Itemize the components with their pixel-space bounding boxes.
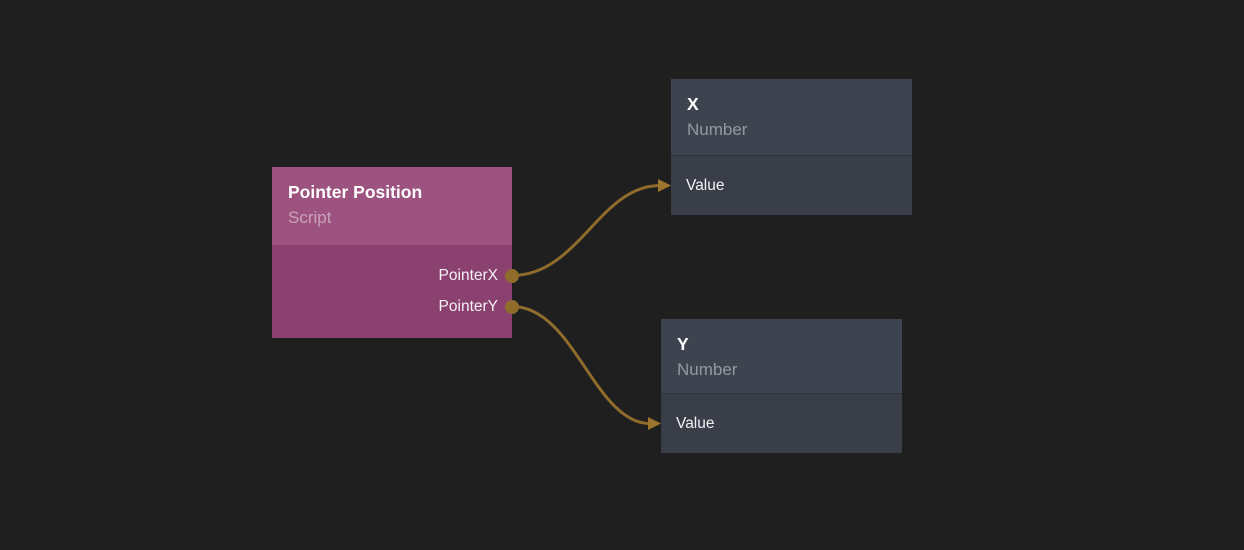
node-pointer-position-body: PointerX PointerY: [272, 245, 519, 338]
pointery-port-dot[interactable]: [505, 299, 519, 314]
wire-pointer-position.PointerY-to-y.Value[interactable]: [510, 305, 652, 425]
node-subtitle: Number: [677, 360, 738, 379]
node-y-header[interactable]: Y Number: [661, 319, 902, 394]
node-pointer-position[interactable]: Pointer Position Script PointerX Pointer…: [272, 167, 519, 338]
output-label-pointery: PointerY: [438, 297, 498, 315]
pointerx-port-dot[interactable]: [505, 268, 519, 283]
node-x-number[interactable]: X Number Value: [671, 79, 912, 215]
wire-pointer-position.PointerX-to-x.Value[interactable]: [510, 184, 662, 277]
node-subtitle: Number: [687, 120, 748, 139]
node-y-number[interactable]: Y Number Value: [661, 319, 902, 453]
input-label-x-value: Value: [686, 176, 725, 194]
node-title: X: [687, 94, 699, 114]
output-row-pointery: PointerY: [272, 291, 519, 322]
node-subtitle: Script: [288, 208, 332, 227]
input-row-x-value: Value: [671, 156, 912, 215]
input-row-y-value: Value: [661, 394, 902, 453]
input-label-y-value: Value: [676, 414, 715, 432]
output-label-pointerx: PointerX: [438, 266, 498, 284]
node-x-header[interactable]: X Number: [671, 79, 912, 156]
wire-arrowhead-x.Value: [658, 179, 671, 192]
output-row-pointerx: PointerX: [272, 260, 519, 291]
wire-arrowhead-y.Value: [648, 417, 661, 430]
node-x-body: Value: [671, 156, 912, 215]
node-pointer-position-header[interactable]: Pointer Position Script: [272, 167, 512, 245]
node-title: Y: [677, 334, 689, 354]
node-y-body: Value: [661, 394, 902, 453]
node-title: Pointer Position: [288, 182, 423, 202]
